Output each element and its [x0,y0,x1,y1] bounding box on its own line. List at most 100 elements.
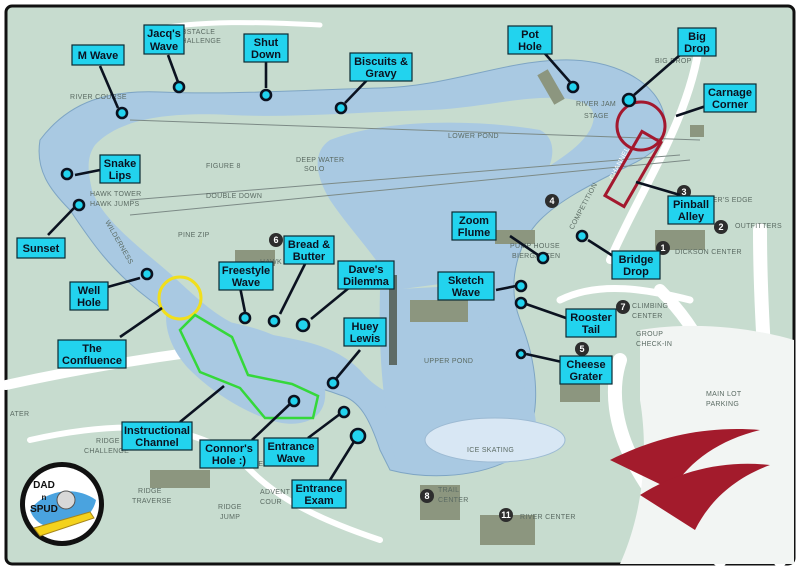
label-trail: TRAIL [438,487,459,494]
spot-markers [60,80,637,445]
label-main-lot: MAIN LOT [706,391,742,398]
zipline-cables [129,119,701,216]
cheese-grater-spot-marker [515,348,527,360]
label-ridge-challenge-2: CHALLENGE [84,448,129,455]
svg-text:Tail: Tail [582,324,600,336]
label-ridge-challenge: RIDGE [96,438,120,445]
sketch-wave-spot-marker [514,279,528,293]
label-adventure-2: COUR [260,499,282,506]
label-river-course: RIVER COURSE [70,94,127,101]
label-parking: PARKING [706,401,739,408]
label-pump-house: PUMP HOUSE [510,243,560,250]
pin-8: 8 [420,489,434,503]
callout-sunset: Sunset [16,237,66,259]
pin-4: 4 [545,194,559,208]
svg-text:Pot: Pot [521,29,539,41]
logo-text-spud: SPUD [30,504,58,515]
label-upper-pond: UPPER POND [424,358,473,365]
svg-text:Entrance: Entrance [267,441,314,453]
svg-text:Cheese: Cheese [566,359,605,371]
label-lower-pond: LOWER POND [448,133,499,140]
label-hawk-island: HAWK ISL [260,259,296,266]
svg-text:Exam: Exam [304,495,334,507]
pin-5: 5 [575,342,589,356]
label-climbing-2: CENTER [632,313,663,320]
callout-m-wave: M Wave [71,44,125,66]
svg-text:Carnage: Carnage [708,87,752,99]
svg-text:Sketch: Sketch [448,275,484,287]
logo-arrow-icon [610,429,770,530]
label-ridge-traverse: RIDGE [138,488,162,495]
svg-text:Wave: Wave [452,287,480,299]
bread-butter-spot-marker [267,314,281,328]
pond-bridge [389,275,397,365]
jacqs-wave-spot-marker [172,80,186,94]
huey-lewis-spot-marker [326,376,340,390]
shut-down-spot-marker [259,88,273,102]
lower-pond [317,122,553,290]
svg-text:Bridge: Bridge [619,254,654,266]
svg-text:5: 5 [579,344,584,354]
svg-text:8: 8 [424,491,429,501]
label-ice-skating: ICE SKATING [467,447,514,454]
label-dickson-center: DICKSON CENTER [675,249,742,256]
svg-text:1: 1 [660,243,665,253]
center-building [410,300,468,322]
bridge-drop-spot-marker [575,229,589,243]
svg-text:Huey: Huey [352,321,380,333]
label-deep-water-2: SOLO [304,166,325,173]
svg-text:Entrance: Entrance [295,483,342,495]
svg-text:Instructional: Instructional [124,425,190,437]
svg-text:Hole: Hole [77,297,101,309]
entrance-exam-spot-marker [349,427,367,445]
svg-text:Lewis: Lewis [350,333,381,345]
svg-text:Butter: Butter [293,251,326,263]
svg-text:Down: Down [251,49,281,61]
svg-text:Channel: Channel [135,437,178,449]
svg-text:Bread &: Bread & [288,239,330,251]
label-trail-center: CENTER [438,497,469,504]
callout-arrows [47,47,707,481]
svg-text:Hole :): Hole :) [212,455,247,467]
svg-text:Wave: Wave [277,453,305,465]
svg-text:Snake: Snake [104,158,136,170]
m-wave-spot-marker [115,106,129,120]
svg-text:Dave's: Dave's [348,264,383,276]
label-obstacle-challenge: OBSTACLE [176,29,215,36]
svg-text:2: 2 [718,222,723,232]
svg-text:Dilemma: Dilemma [343,276,390,288]
entrance-wave-spot-marker [337,405,351,419]
instructional-pool [166,300,326,424]
svg-text:The: The [82,343,102,355]
label-hawk-jumps: HAWK JUMPS [90,201,139,208]
svg-text:Jacq's: Jacq's [147,28,181,40]
callout-biscuits-gravy: Biscuits &Gravy [349,52,413,82]
label-figure-8: FIGURE 8 [206,163,241,170]
label-river-center: RIVER CENTER [520,514,576,521]
pot-hole-spot-marker [566,80,580,94]
big-drop-spot-marker [621,92,637,108]
carnage-corner-circle-outline [615,100,667,152]
logo-text-dad: DAD [33,480,55,491]
pin-6: 6 [269,233,283,247]
label-hawk-tower: HAWK TOWER [90,191,141,198]
svg-text:Hole: Hole [518,41,542,53]
svg-text:Confluence: Confluence [62,355,122,367]
svg-text:Connor's: Connor's [205,443,253,455]
